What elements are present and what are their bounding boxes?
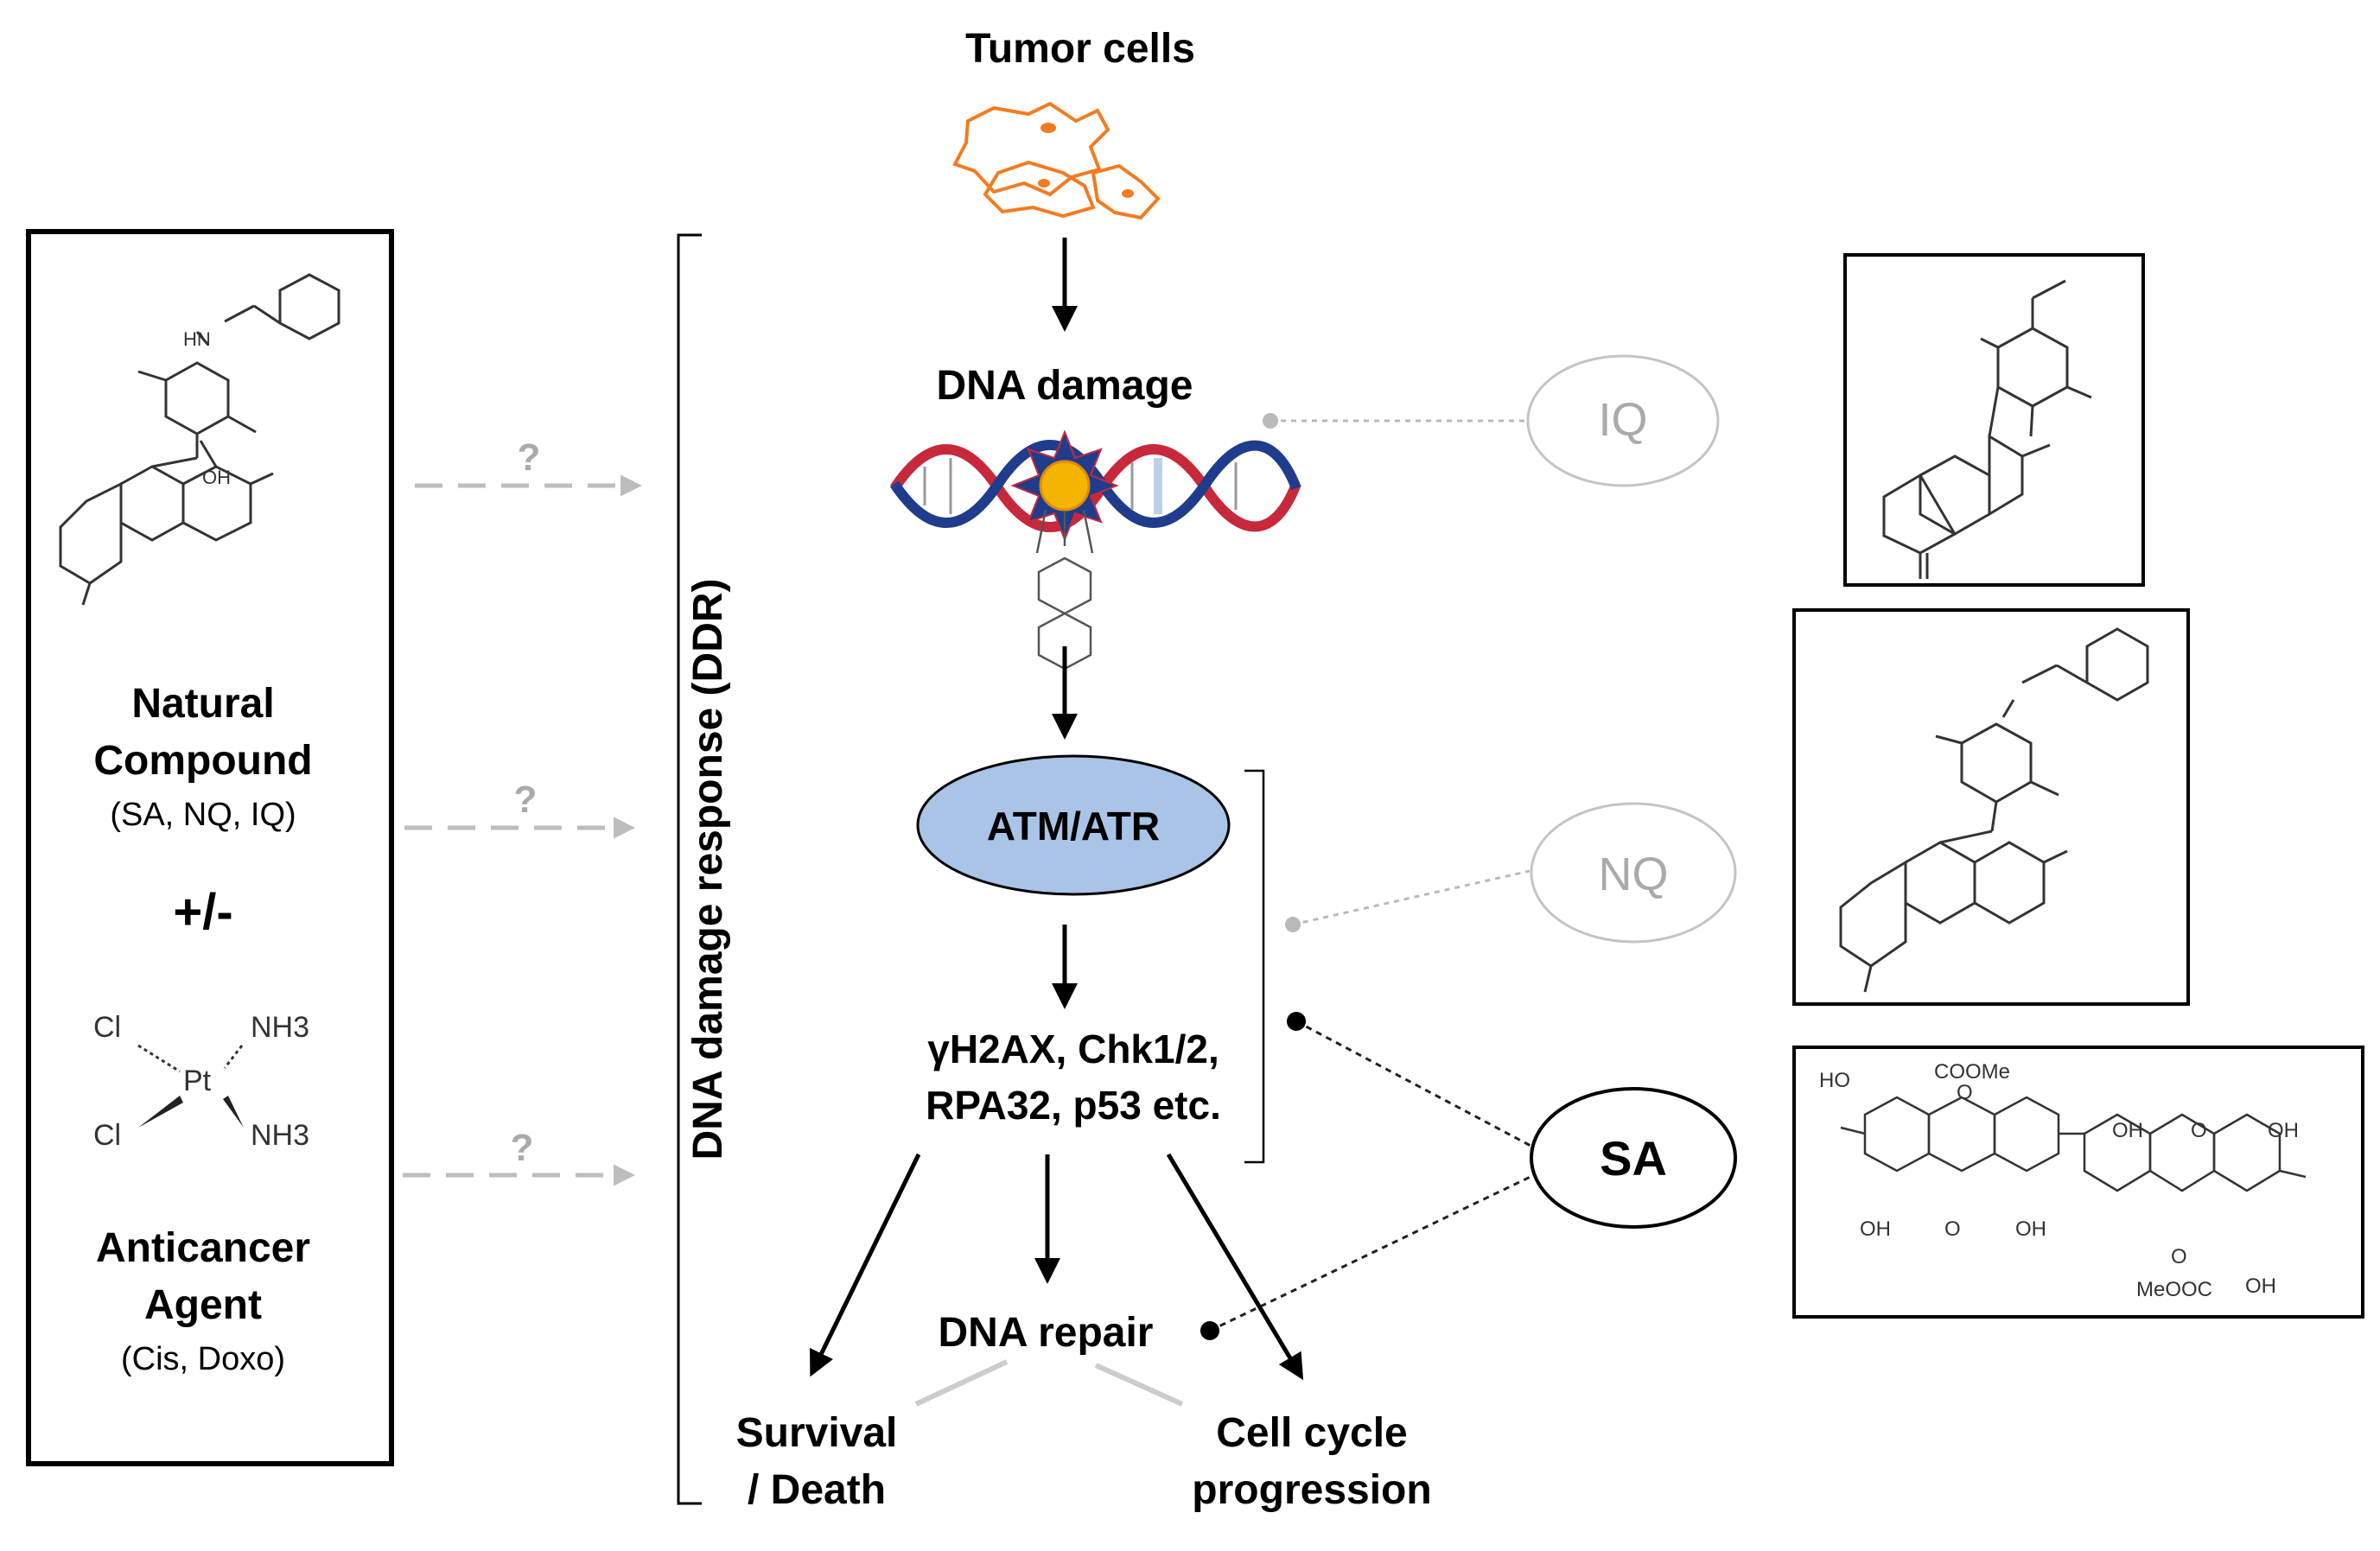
nq-link bbox=[1292, 869, 1530, 926]
drug-adduct-icon bbox=[1035, 509, 1094, 671]
cellcycle-line1: Cell cycle bbox=[1216, 1410, 1407, 1456]
cl-bottom-label: Cl bbox=[93, 1119, 121, 1152]
iq-dot bbox=[1263, 413, 1278, 429]
sa-meooc: MeOOC bbox=[2136, 1278, 2212, 1301]
survival-line1: Survival bbox=[736, 1410, 898, 1456]
atm-atr-label: ATM/ATR bbox=[987, 804, 1160, 849]
hn-label: HN bbox=[183, 328, 211, 350]
tumor-cells-icon bbox=[952, 101, 1161, 220]
cellcycle-line2: progression bbox=[1192, 1467, 1431, 1513]
anticancer-line1: Anticancer bbox=[96, 1225, 310, 1271]
dna-damage-label: DNA damage bbox=[937, 363, 1193, 409]
sa-dot-repair bbox=[1200, 1321, 1219, 1340]
sa-structure bbox=[1840, 1096, 2307, 1192]
oh-label: OH bbox=[202, 467, 231, 488]
damage-sun-icon bbox=[1010, 429, 1119, 542]
nq-dot bbox=[1285, 917, 1301, 932]
question-mark-3: ? bbox=[511, 1127, 534, 1169]
natural-compound-line2: Compound bbox=[93, 738, 312, 784]
sa-oh2: OH bbox=[2015, 1217, 2046, 1241]
sa-oh4: OH bbox=[2268, 1119, 2299, 1142]
nq-node bbox=[1530, 802, 1737, 944]
iq-node bbox=[1526, 354, 1720, 487]
ddr-label: DNA damage response (DDR) bbox=[685, 578, 731, 1160]
nq-structure bbox=[1839, 627, 2149, 993]
sa-oh3: OH bbox=[2112, 1119, 2143, 1142]
sa-o2: O bbox=[1944, 1217, 1961, 1241]
iq-structure bbox=[1882, 279, 2092, 579]
anticancer-line2: Agent bbox=[144, 1282, 262, 1328]
atm-atr-node bbox=[916, 754, 1231, 896]
sa-dot-markers bbox=[1287, 1012, 1306, 1031]
ddr-bracket bbox=[677, 233, 702, 1505]
survival-line2: / Death bbox=[748, 1467, 886, 1513]
dna-repair-label: DNA repair bbox=[939, 1310, 1154, 1356]
arrow-to-cellcycle bbox=[1166, 1153, 1304, 1381]
sa-o3: O bbox=[2191, 1119, 2207, 1142]
sa-o1: O bbox=[1957, 1081, 1973, 1104]
pt-label: Pt bbox=[183, 1065, 212, 1097]
nq-label: NQ bbox=[1599, 849, 1669, 900]
question-mark-2: ? bbox=[514, 779, 538, 821]
natural-compound-structure bbox=[59, 273, 340, 606]
sa-structure-box bbox=[1792, 1046, 2364, 1319]
iq-label: IQ bbox=[1598, 394, 1647, 446]
natural-compound-sub: (SA, NQ, IQ) bbox=[110, 797, 296, 833]
sa-ho: HO bbox=[1819, 1069, 1850, 1092]
question-mark-1: ? bbox=[518, 436, 541, 479]
sa-link-repair bbox=[1209, 1173, 1535, 1332]
repair-to-cellcycle-link bbox=[1094, 1363, 1184, 1407]
repair-to-survival-link bbox=[914, 1359, 1009, 1407]
markers-line2: RPA32, p53 etc. bbox=[926, 1083, 1221, 1128]
plus-minus: +/- bbox=[173, 884, 232, 940]
tumor-nuclei bbox=[1038, 123, 1134, 198]
nq-structure-box bbox=[1792, 608, 2190, 1006]
markers-line1: γH2AX, Chk1/2, bbox=[927, 1027, 1219, 1071]
sa-label: SA bbox=[1600, 1131, 1667, 1185]
sa-node bbox=[1530, 1087, 1737, 1229]
nh3-bottom-label: NH3 bbox=[251, 1119, 309, 1152]
nh3-top-label: NH3 bbox=[251, 1011, 309, 1044]
tumor-cells-label: Tumor cells bbox=[965, 26, 1195, 72]
atm-markers-bracket bbox=[1244, 769, 1265, 1164]
iq-structure-box bbox=[1843, 253, 2145, 587]
sa-oh5: OH bbox=[2245, 1274, 2276, 1298]
natural-compound-line1: Natural bbox=[131, 681, 274, 727]
left-panel-box bbox=[26, 229, 394, 1466]
sa-link-markers bbox=[1295, 1020, 1535, 1149]
cisplatin-structure: Cl Cl Pt NH3 NH3 bbox=[93, 1011, 309, 1152]
anticancer-sub: (Cis, Doxo) bbox=[121, 1341, 285, 1377]
arrow-to-survival bbox=[810, 1153, 921, 1377]
sa-oh1: OH bbox=[1860, 1217, 1891, 1241]
cl-top-label: Cl bbox=[93, 1011, 121, 1044]
sa-o4: O bbox=[2171, 1245, 2187, 1268]
sa-coome: COOMe bbox=[1934, 1060, 2010, 1084]
dashed-arrows: ? ? ? bbox=[403, 436, 642, 1186]
